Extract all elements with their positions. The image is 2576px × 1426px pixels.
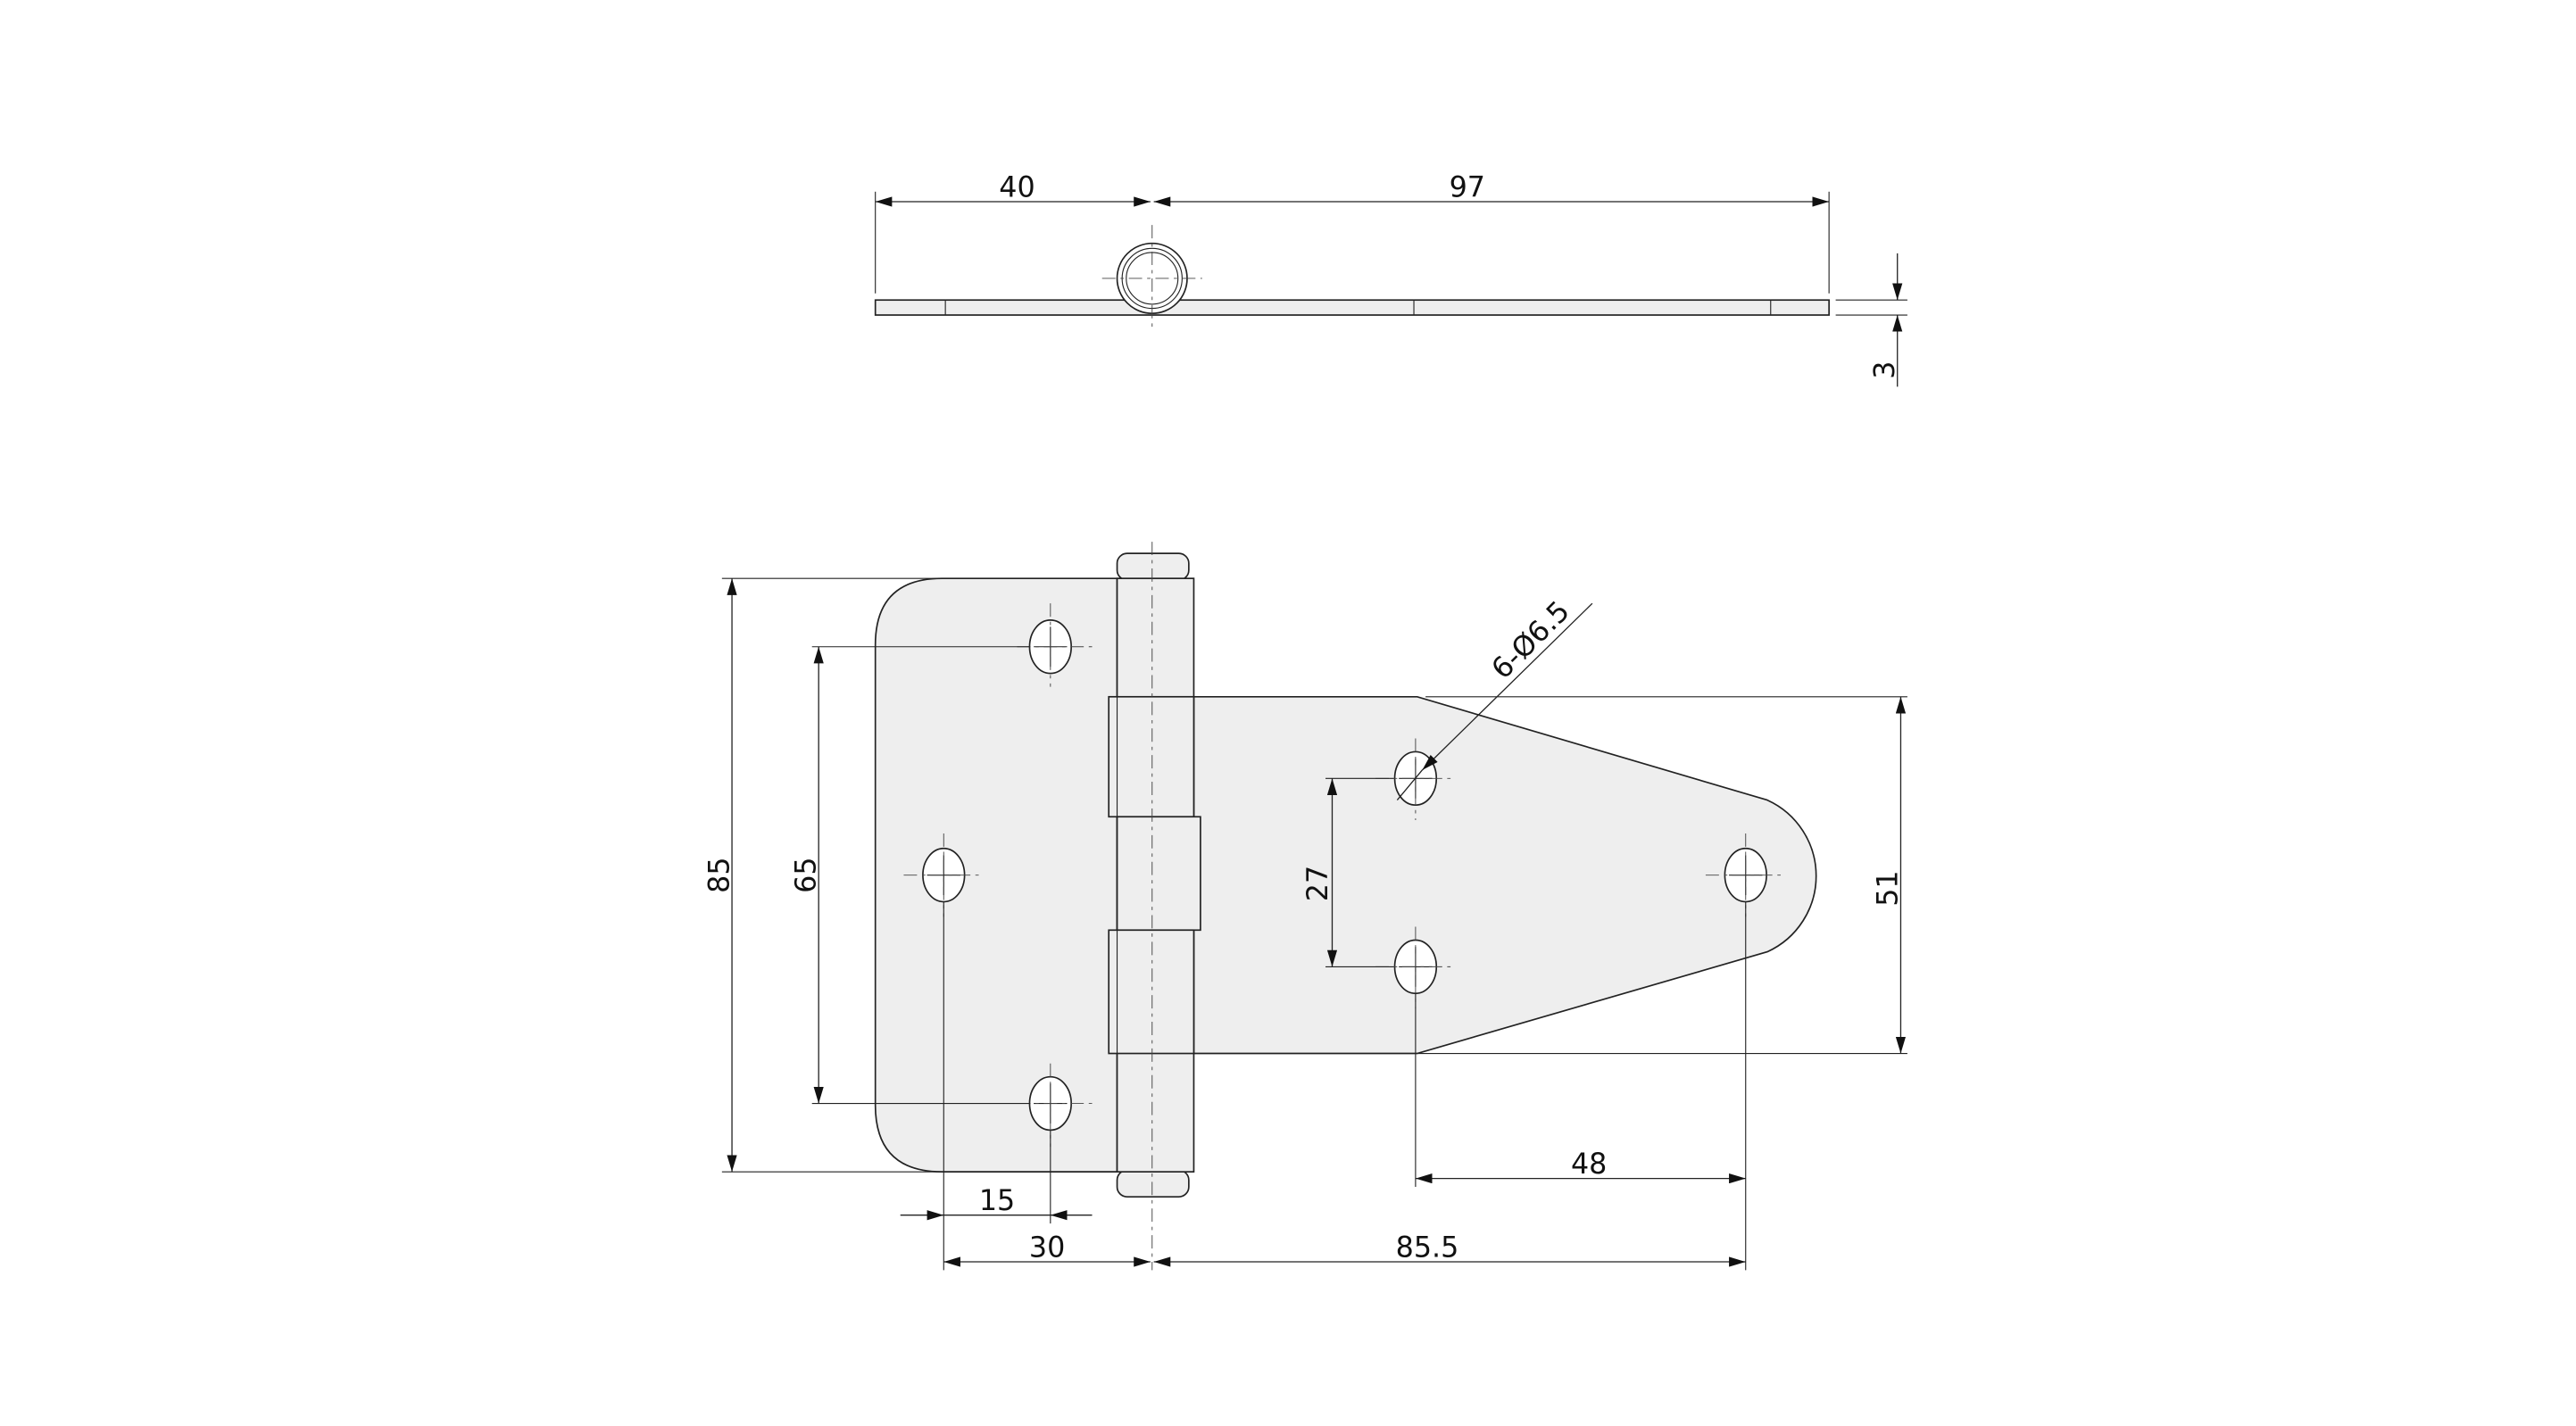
hole [1705,833,1786,917]
hole [1017,603,1093,687]
mounting-holes [903,603,1786,1148]
dim-3: 3 [1869,361,1901,379]
top-view: 40 97 3 [874,171,1907,387]
dim-48: 48 [1571,1148,1607,1181]
hole [1375,926,1456,1009]
dim-27: 27 [1302,866,1334,901]
hole-callout: 6-Ø6.5 [1486,595,1576,685]
hole [903,833,985,917]
dim-65: 65 [790,857,822,892]
dim-97: 97 [1450,171,1485,203]
dim-51: 51 [1873,870,1905,906]
dim-85-5: 85.5 [1396,1231,1459,1264]
dim-30: 30 [1029,1231,1065,1264]
top-plate [874,299,1830,316]
dim-40: 40 [999,171,1035,203]
front-view: 85 65 27 51 48 15 30 85.5 [703,542,1907,1271]
right-leaf [1192,695,1817,1055]
left-leaf [874,577,1118,1173]
dim-85: 85 [703,857,735,892]
dim-15: 15 [979,1185,1015,1217]
